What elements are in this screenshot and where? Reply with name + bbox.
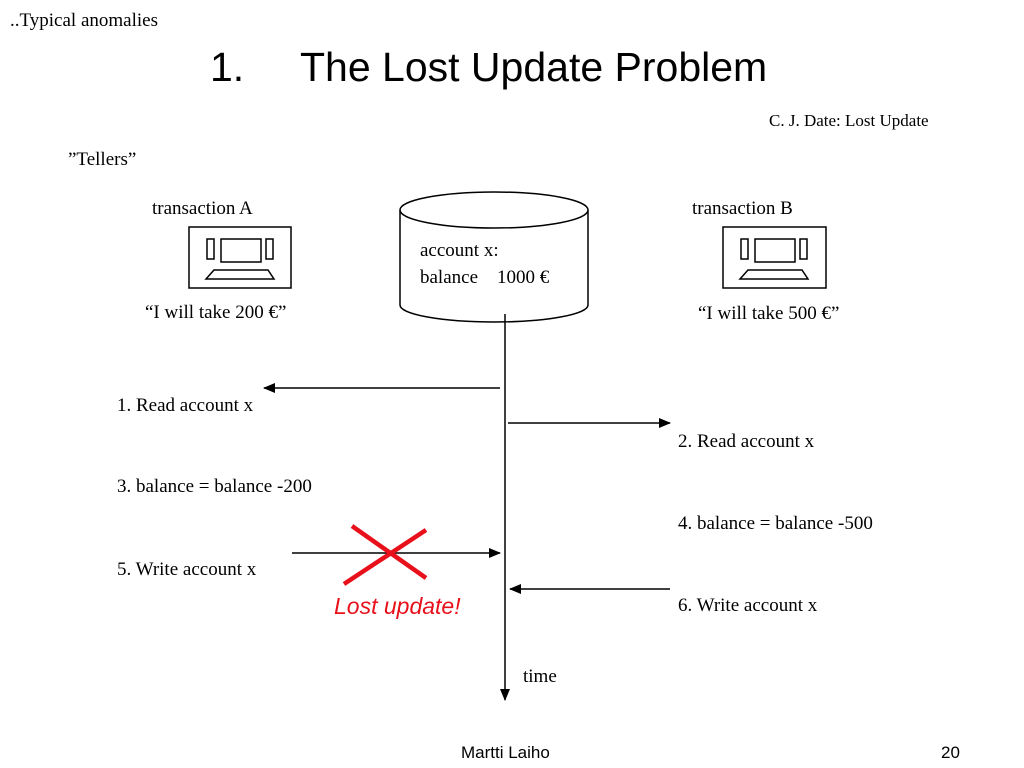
title-text: The Lost Update Problem	[300, 44, 768, 90]
step-1-label: 1. Read account x	[117, 395, 254, 416]
terminal-a-icon	[188, 226, 292, 289]
title-number: 1.	[210, 44, 245, 90]
slide-title: 1. The Lost Update Problem	[210, 44, 767, 91]
transaction-b-quote: “I will take 500 €”	[698, 303, 840, 324]
transaction-b-label: transaction B	[692, 198, 793, 219]
terminal-b-icon	[722, 226, 827, 289]
step-5-label: 5. Write account x	[117, 559, 257, 580]
database-balance-label: balance 1000 €	[420, 267, 550, 288]
red-cross-icon	[342, 524, 428, 586]
footer-author: Martti Laiho	[461, 743, 550, 762]
reference-note: C. J. Date: Lost Update	[769, 111, 929, 130]
step-6-label: 6. Write account x	[678, 595, 818, 616]
tellers-label: ”Tellers”	[68, 149, 137, 170]
step-4-label: 4. balance = balance -500	[678, 513, 873, 534]
database-cylinder-icon	[399, 191, 589, 323]
lost-update-label: Lost update!	[334, 593, 461, 619]
section-label: ..Typical anomalies	[10, 10, 158, 31]
transaction-a-quote: “I will take 200 €”	[145, 302, 287, 323]
footer-page-number: 20	[941, 743, 960, 762]
transaction-a-label: transaction A	[152, 198, 253, 219]
time-label: time	[523, 666, 557, 687]
step-2-label: 2. Read account x	[678, 431, 815, 452]
step-3-label: 3. balance = balance -200	[117, 476, 312, 497]
database-account-label: account x:	[420, 240, 499, 261]
